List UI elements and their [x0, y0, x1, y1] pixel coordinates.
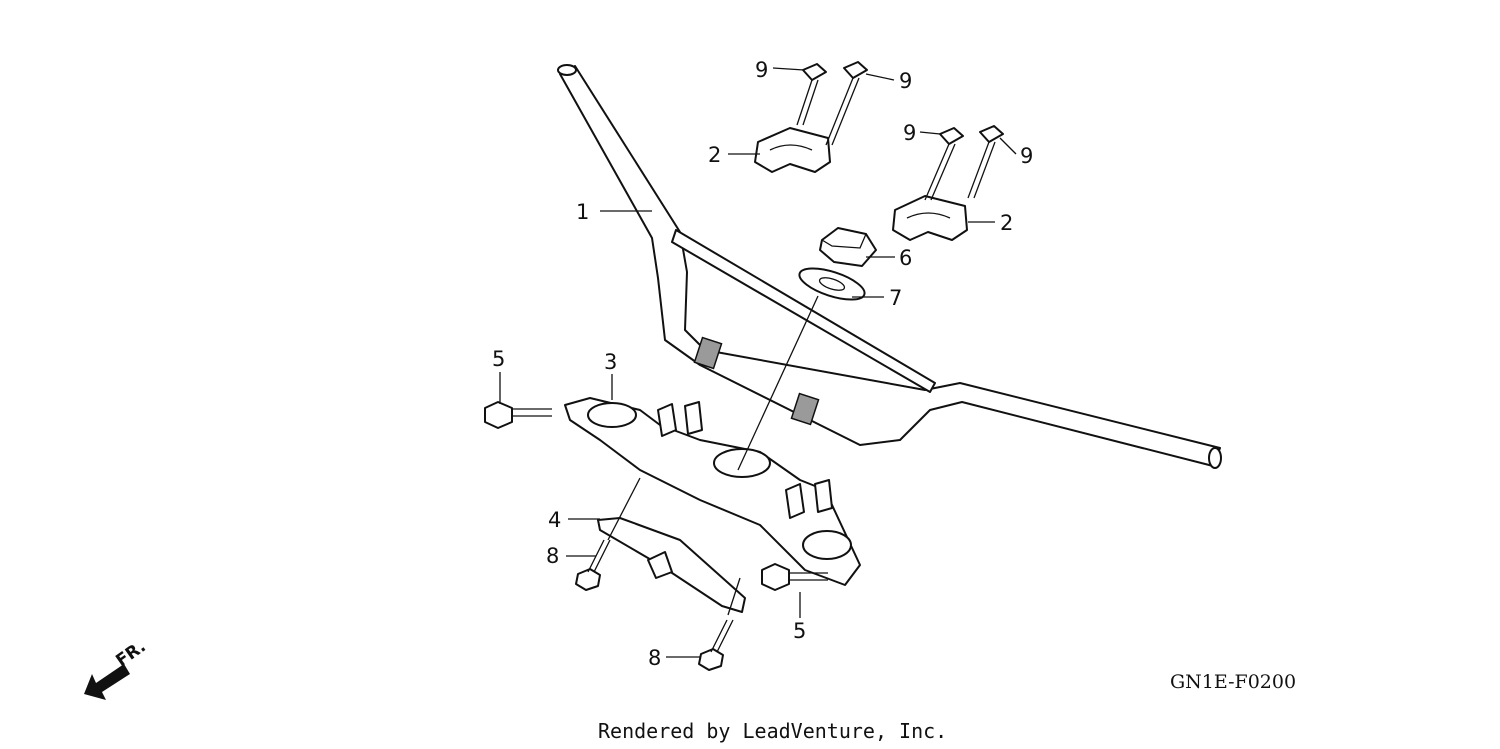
handlebar-holder-left-part-2 [754, 127, 831, 173]
callout-4: 4 [548, 508, 561, 532]
callout-9a: 9 [755, 58, 768, 82]
nut-part-6 [819, 227, 877, 267]
bolt-part-8-upper [575, 539, 611, 591]
holder-bolts-part-9 [796, 61, 1004, 201]
callout-9b: 9 [899, 69, 912, 93]
bolt-part-8-lower [698, 619, 734, 671]
callout-8-lower: 8 [648, 646, 661, 670]
callout-labels: 1 2 2 3 4 5 5 6 7 8 8 9 9 9 9 [492, 58, 1033, 670]
callout-9d: 9 [1020, 144, 1033, 168]
callout-8-upper: 8 [546, 544, 559, 568]
bolt-part-5-lower [761, 563, 828, 591]
washer-part-7 [798, 267, 866, 301]
credit-text: Rendered by LeadVenture, Inc. [598, 719, 947, 743]
front-direction-marker: FR. [84, 637, 150, 700]
handlebar-part-1 [557, 64, 1222, 469]
bracket-part-4 [597, 517, 746, 613]
callout-5-upper: 5 [492, 347, 505, 371]
callout-2-left: 2 [708, 143, 721, 167]
handlebar-holder-right-part-2 [892, 195, 968, 241]
callout-9c: 9 [903, 121, 916, 145]
assembly-lines [607, 295, 819, 616]
bolt-part-5-upper [484, 401, 552, 429]
bolt-9b [825, 61, 868, 146]
callout-5-lower: 5 [793, 619, 806, 643]
callout-1: 1 [576, 200, 589, 224]
top-bridge-part-3 [564, 397, 861, 586]
bolt-9a [796, 63, 827, 126]
leader-lines [499, 67, 1017, 658]
diagram-code: GN1E-F0200 [1170, 671, 1296, 693]
bolt-9d [967, 125, 1004, 199]
callout-6: 6 [899, 246, 912, 270]
callout-2-right: 2 [1000, 211, 1013, 235]
front-arrow-icon [84, 664, 130, 700]
callout-7: 7 [889, 286, 902, 310]
bolt-9c [924, 127, 964, 201]
front-label: FR. [112, 637, 149, 671]
callout-3: 3 [604, 350, 617, 374]
